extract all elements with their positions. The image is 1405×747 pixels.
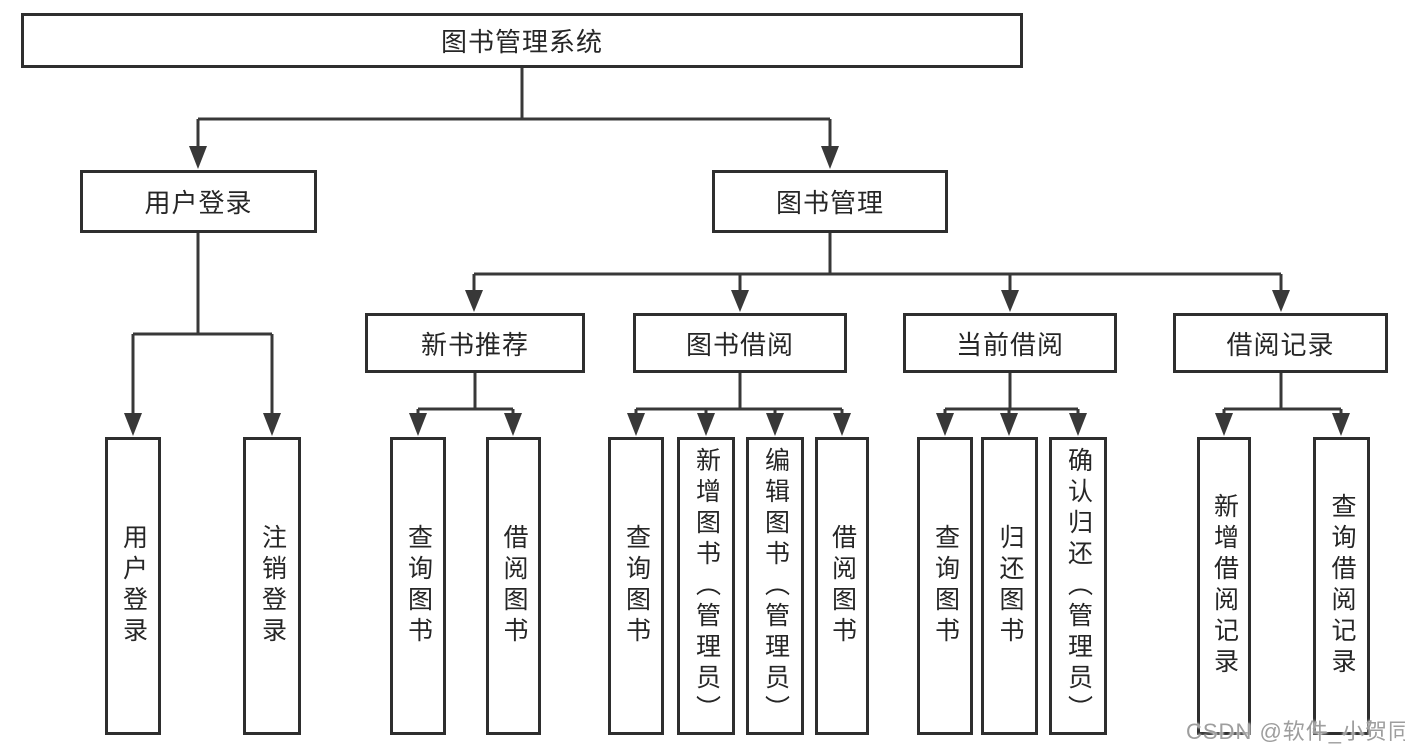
node-book-management: 图书管理: [712, 170, 948, 233]
leaf-query-books: 查询图书: [390, 437, 446, 735]
leaf-user-login: 用户登录: [105, 437, 161, 735]
node-user-login: 用户登录: [80, 170, 317, 233]
leaf-borrow-books: 借阅图书: [486, 437, 541, 735]
node-borrowing-records: 借阅记录: [1173, 313, 1388, 373]
leaf-return-books: 归还图书: [981, 437, 1038, 735]
leaf-add-borrow-record: 新增借阅记录: [1197, 437, 1251, 735]
node-new-book-recommendation: 新书推荐: [365, 313, 585, 373]
leaf-query-borrow-record: 查询借阅记录: [1313, 437, 1370, 735]
csdn-watermark: CSDN @软件_小贺同学: [1186, 719, 1405, 744]
node-current-borrowing: 当前借阅: [903, 313, 1117, 373]
leaf-query-books: 查询图书: [917, 437, 973, 735]
leaf-borrow-books: 借阅图书: [815, 437, 869, 735]
leaf-logout: 注销登录: [243, 437, 301, 735]
leaf-add-books-admin: 新增图书（管理员）: [677, 437, 735, 735]
leaf-confirm-return-admin: 确认归还（管理员）: [1049, 437, 1107, 735]
leaf-query-books: 查询图书: [608, 437, 664, 735]
leaf-edit-books-admin: 编辑图书（管理员）: [746, 437, 804, 735]
node-book-borrowing: 图书借阅: [633, 313, 847, 373]
node-library-management-system: 图书管理系统: [21, 13, 1023, 68]
